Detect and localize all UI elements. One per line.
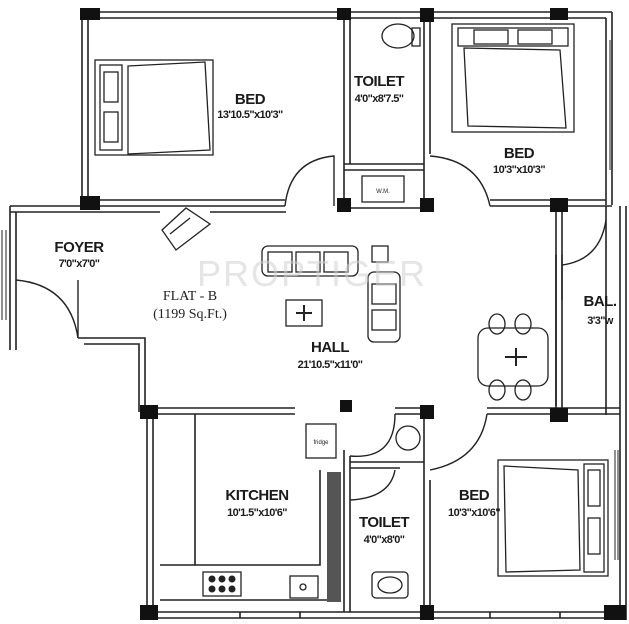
fridge-label: fridge: [313, 440, 329, 446]
washing-machine: W.M.: [361, 175, 405, 203]
dining-set: [477, 313, 549, 401]
bed2-dim: 10'3"x10'3": [493, 164, 545, 176]
foyer-name: FOYER: [54, 239, 104, 256]
balcony-dim: 3'3"w: [587, 315, 614, 327]
bed3-dim: 10'3"x10'6": [448, 507, 500, 519]
shoe-rack: [161, 207, 212, 251]
foyer-dim: 7'0"x7'0": [59, 258, 100, 270]
watermark: PROPTIGER: [197, 253, 427, 294]
toilet1-dim: 4'0"x8'7.5": [355, 93, 404, 105]
kitchen-sink: [289, 575, 319, 599]
walls: [9, 11, 627, 620]
toilet2-dim: 4'0"x8'0": [364, 534, 405, 546]
sofa-set: [261, 245, 401, 343]
fridge: fridge: [305, 423, 337, 459]
stove: [202, 571, 242, 597]
toilet1-name: TOILET: [354, 73, 404, 90]
toilet2-name: TOILET: [359, 514, 409, 531]
bed-furniture-1: [94, 59, 214, 156]
kitchen-dim: 10'1.5"x10'6": [227, 507, 287, 519]
balcony-name: BAL.: [584, 293, 617, 310]
room-labels: BED 13'10.5"x10'3" TOILET 4'0"x8'7.5" BE…: [54, 73, 617, 546]
windows: [1, 40, 619, 560]
bed-furniture-2: [451, 23, 575, 133]
flat-name: FLAT - B: [163, 289, 217, 304]
doors: [15, 155, 607, 501]
hall-dim: 21'10.5"x11'0": [298, 359, 363, 371]
bed1-name: BED: [235, 91, 266, 108]
bed1-dim: 13'10.5"x10'3": [217, 109, 283, 121]
bed3-name: BED: [459, 487, 490, 504]
bed-furniture-3: [497, 459, 609, 577]
bed2-name: BED: [504, 145, 535, 162]
washing-machine-label: W.M.: [376, 189, 390, 195]
wall-columns: [80, 8, 626, 620]
kitchen-name: KITCHEN: [225, 487, 288, 504]
duct-hatch: [327, 472, 341, 602]
flat-area: (1199 Sq.Ft.): [153, 307, 227, 322]
toilet-fixtures: [371, 23, 421, 599]
hall-name: HALL: [311, 339, 349, 356]
